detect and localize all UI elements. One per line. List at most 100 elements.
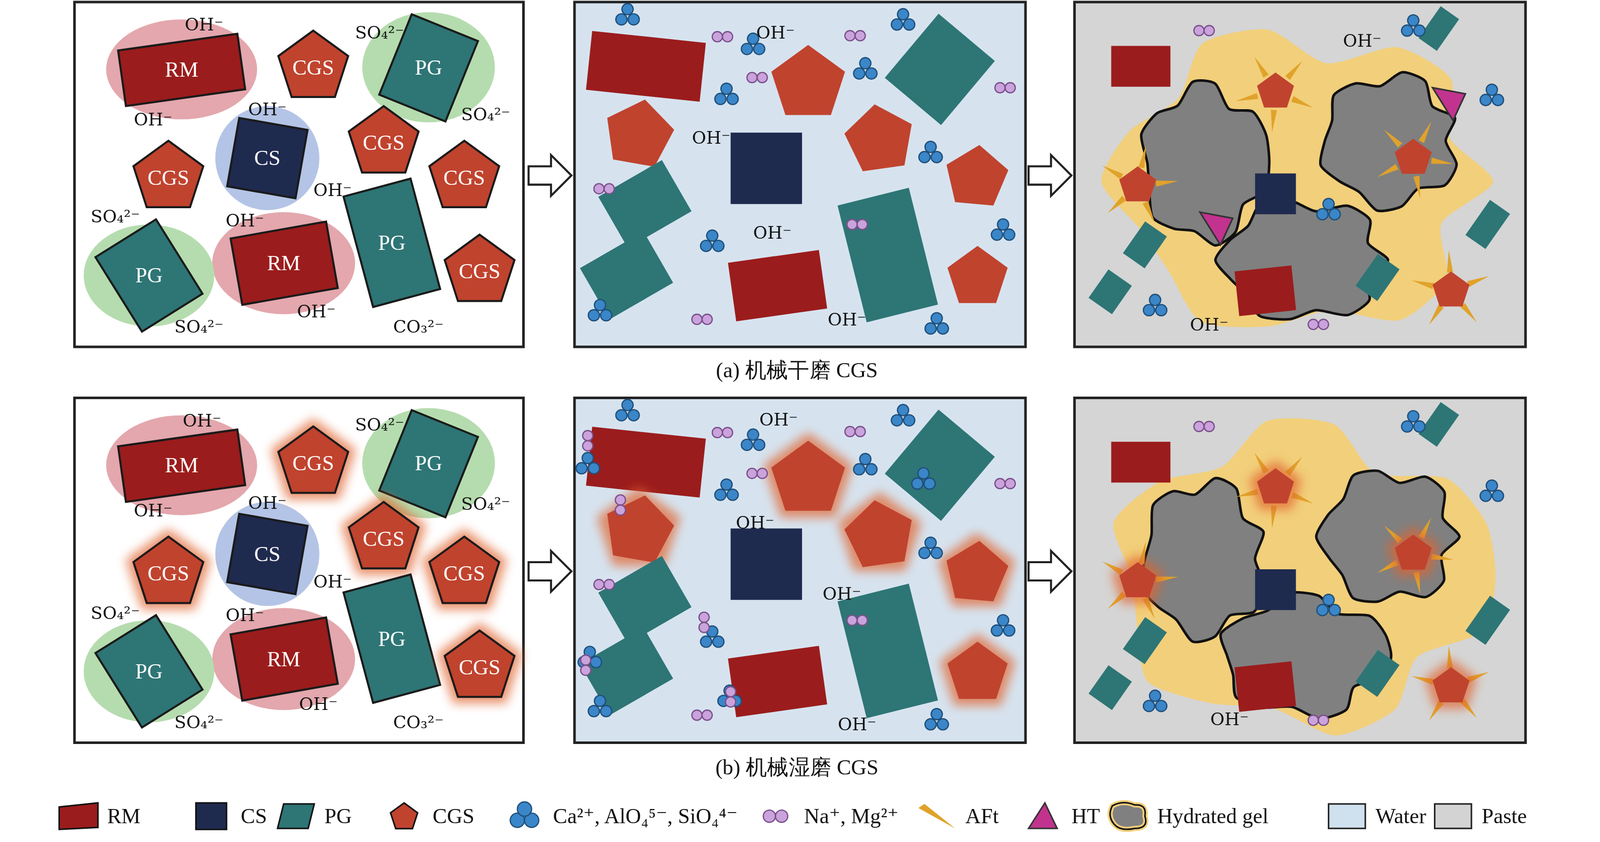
ion-glyph [853, 57, 877, 80]
ion-glyph [846, 219, 868, 230]
legend-swatch [1430, 800, 1476, 833]
ion-glyph [691, 710, 713, 721]
ion-label: OH⁻ [313, 571, 352, 592]
ion-glyph [924, 708, 949, 730]
legend-swatch [501, 800, 547, 833]
cgs-particle: CGS [276, 426, 350, 501]
particle [1355, 650, 1400, 697]
particle-label: CGS [362, 130, 405, 156]
panel-frame [574, 2, 1026, 347]
particle-label: PG [414, 450, 443, 476]
particle [586, 30, 707, 102]
particle [580, 231, 674, 320]
particle [763, 432, 853, 518]
ion-label: OH⁻ [1210, 709, 1250, 730]
ion-glyph [582, 430, 593, 452]
particle [1123, 221, 1168, 269]
ht-crystal [1200, 212, 1233, 245]
particle [1111, 554, 1164, 604]
particle [1255, 569, 1296, 611]
ion-halo [106, 19, 258, 120]
legend-item: Na⁺, Mg²⁺ [753, 798, 900, 834]
cs-particle: CS [232, 519, 303, 590]
legend-item: Hydrated gel [1106, 798, 1269, 834]
ion-glyph [1307, 715, 1329, 726]
ion-glyph [853, 453, 877, 475]
legend-label: Ca²⁺, AlO₄⁵⁻, SiO₄⁴⁻ [553, 803, 738, 829]
particle [884, 13, 996, 125]
ion-glyph [891, 8, 915, 30]
particle [1119, 166, 1157, 202]
particle [838, 491, 922, 571]
particle-label: PG [377, 625, 406, 652]
ion-label: SO₄²⁻ [90, 602, 141, 624]
panel-frame [574, 397, 1026, 743]
panel-frame [74, 397, 524, 743]
ion-label: OH⁻ [297, 301, 336, 322]
cgs-particle: CGS [442, 234, 517, 309]
legend-swatch [753, 800, 798, 833]
particle [730, 528, 803, 601]
ion-glyph [1317, 594, 1341, 616]
ion-glyph [995, 82, 1016, 93]
ion-glyph [844, 30, 866, 41]
cgs-particle: CGS [131, 140, 206, 215]
legend-item: RM [55, 798, 141, 834]
legend-item: AFt [914, 798, 999, 834]
pg-particle: PG [113, 231, 185, 320]
legend-swatch [273, 800, 318, 833]
ion-halo [106, 415, 258, 516]
panel-caption: (b) 机械湿磨 CGS [715, 753, 879, 782]
ion-label: OH⁻ [756, 22, 795, 43]
ion-label: OH⁻ [822, 583, 861, 604]
ion-glyph [911, 467, 936, 490]
process-arrow [1028, 551, 1072, 592]
cgs-particle: CGS [131, 536, 206, 611]
aft-needles [1102, 541, 1179, 619]
particle [1432, 271, 1470, 307]
particle-label: RM [165, 452, 199, 478]
ion-glyph [593, 579, 615, 590]
cgs-particle: CGS [276, 30, 350, 105]
particle-label: PG [377, 230, 406, 256]
panel-frame [74, 2, 524, 347]
ion-glyph [588, 299, 612, 322]
particle-label: CGS [292, 450, 335, 476]
legend-label: Paste [1481, 803, 1527, 829]
legend-swatch [1324, 800, 1370, 833]
legend-label: CGS [432, 803, 475, 829]
ion-glyph [588, 695, 612, 717]
ht-crystal [1200, 212, 1233, 245]
ion-glyph [1317, 198, 1341, 220]
ion-glyph [747, 468, 768, 479]
ion-glyph [741, 429, 765, 451]
ion-glyph [918, 141, 943, 163]
gel-region [1220, 592, 1392, 719]
ion-label: OH⁻ [133, 109, 173, 130]
ion-glyph [615, 494, 626, 516]
legend-label: Na⁺, Mg²⁺ [804, 803, 899, 829]
ion-label: OH⁻ [247, 492, 287, 514]
particle [727, 249, 827, 322]
ion-label: SO₄²⁻ [90, 206, 141, 227]
ion-glyph [576, 452, 600, 474]
cgs-particle: CGS [427, 536, 502, 611]
particle [1355, 253, 1400, 301]
particle [1111, 441, 1171, 483]
legend-label: RM [107, 803, 141, 829]
ht-crystal [1432, 87, 1466, 121]
ion-glyph [691, 314, 713, 325]
cgs-particle: CGS [442, 630, 517, 705]
legend-label: CS [240, 803, 268, 829]
particle [580, 627, 674, 716]
legend-swatch [189, 800, 235, 833]
particle [1111, 45, 1171, 87]
ion-glyph [615, 3, 639, 25]
particle [1255, 173, 1296, 215]
gel-region [1316, 470, 1460, 602]
particle-label: CGS [147, 560, 189, 587]
ion-halo [215, 501, 320, 606]
ion-label: SO₄²⁻ [174, 712, 224, 733]
legend-item: Water [1324, 798, 1427, 834]
rm-particle: RM [121, 437, 242, 494]
